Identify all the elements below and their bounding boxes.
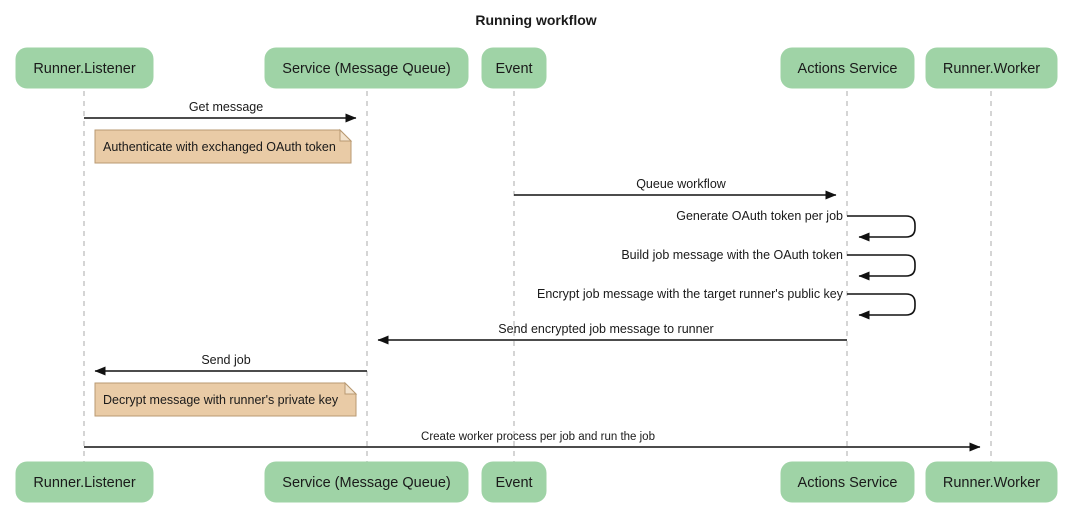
note-decrypt: Decrypt message with runner's private ke… — [94, 381, 358, 417]
participant-box-runner-listener-bottom[interactable] — [15, 461, 154, 503]
message-send-encrypted-job-message: Send encrypted job message to runner — [377, 322, 847, 345]
message-label-encrypt-job-message: Encrypt job message with the target runn… — [537, 287, 844, 301]
message-get-message: Get message — [84, 100, 357, 123]
participant-box-runner-worker-top[interactable] — [925, 47, 1058, 89]
note-decrypt-fold-corner-icon — [344, 381, 358, 395]
message-label-generate-oauth-token: Generate OAuth token per job — [676, 209, 843, 223]
participant-box-service-message-queue-bottom[interactable] — [264, 461, 469, 503]
note-authenticate-fold-corner-icon — [339, 128, 353, 142]
notes-group: Authenticate with exchanged OAuth tokenD… — [94, 128, 358, 417]
participants-bottom-group: Runner.Listener Service (Message Queue) Ev… — [15, 461, 1058, 503]
message-label-send-encrypted-job-message: Send encrypted job message to runner — [498, 322, 713, 336]
message-loop-encrypt-job-message — [847, 293, 916, 320]
message-encrypt-job-message: Encrypt job message with the target runn… — [537, 287, 916, 320]
participant-box-actions-service-bottom[interactable] — [780, 461, 915, 503]
participant-label-actions-service-bottom: Actions Service — [798, 475, 898, 491]
participant-label-runner-worker-top: Runner.Worker — [943, 61, 1040, 77]
note-decrypt-body — [94, 382, 357, 417]
message-loop-generate-oauth-token — [847, 215, 916, 242]
message-label-get-message: Get message — [189, 100, 263, 114]
diagram-title: Running workflow — [475, 12, 596, 28]
participant-box-actions-service-top[interactable] — [780, 47, 915, 89]
participants-top-group: Runner.Listener Service (Message Queue) Ev… — [15, 47, 1058, 89]
participant-box-event-bottom[interactable] — [481, 461, 547, 503]
message-label-send-job: Send job — [201, 353, 250, 367]
message-label-queue-workflow: Queue workflow — [636, 177, 727, 191]
message-generate-oauth-token: Generate OAuth token per job — [676, 209, 916, 242]
lifelines-group — [83, 91, 992, 462]
participant-label-service-message-queue-bottom: Service (Message Queue) — [282, 475, 450, 491]
note-authenticate-label: Authenticate with exchanged OAuth token — [103, 140, 336, 154]
note-authenticate: Authenticate with exchanged OAuth token — [94, 128, 353, 164]
participant-box-service-message-queue-top[interactable] — [264, 47, 469, 89]
message-label-build-job-message: Build job message with the OAuth token — [621, 248, 843, 262]
participant-label-event-bottom: Event — [495, 475, 532, 491]
message-loop-build-job-message — [847, 254, 916, 281]
participant-label-service-message-queue-top: Service (Message Queue) — [282, 61, 450, 77]
message-label-create-worker-process: Create worker process per job and run th… — [421, 431, 655, 443]
message-send-job: Send job — [94, 353, 367, 376]
message-create-worker-process: Create worker process per job and run th… — [84, 431, 981, 452]
participant-label-runner-worker-bottom: Runner.Worker — [943, 475, 1040, 491]
participant-box-runner-worker-bottom[interactable] — [925, 461, 1058, 503]
note-authenticate-body — [94, 129, 352, 164]
participant-label-runner-listener-top: Runner.Listener — [33, 61, 136, 77]
participant-label-runner-listener-bottom: Runner.Listener — [33, 475, 136, 491]
participant-box-runner-listener-top[interactable] — [15, 47, 154, 89]
participant-box-event-top[interactable] — [481, 47, 547, 89]
message-build-job-message: Build job message with the OAuth token — [621, 248, 916, 281]
participant-label-event-top: Event — [495, 61, 532, 77]
note-decrypt-label: Decrypt message with runner's private ke… — [103, 393, 339, 407]
message-queue-workflow: Queue workflow — [514, 177, 837, 200]
participant-label-actions-service-top: Actions Service — [798, 61, 898, 77]
